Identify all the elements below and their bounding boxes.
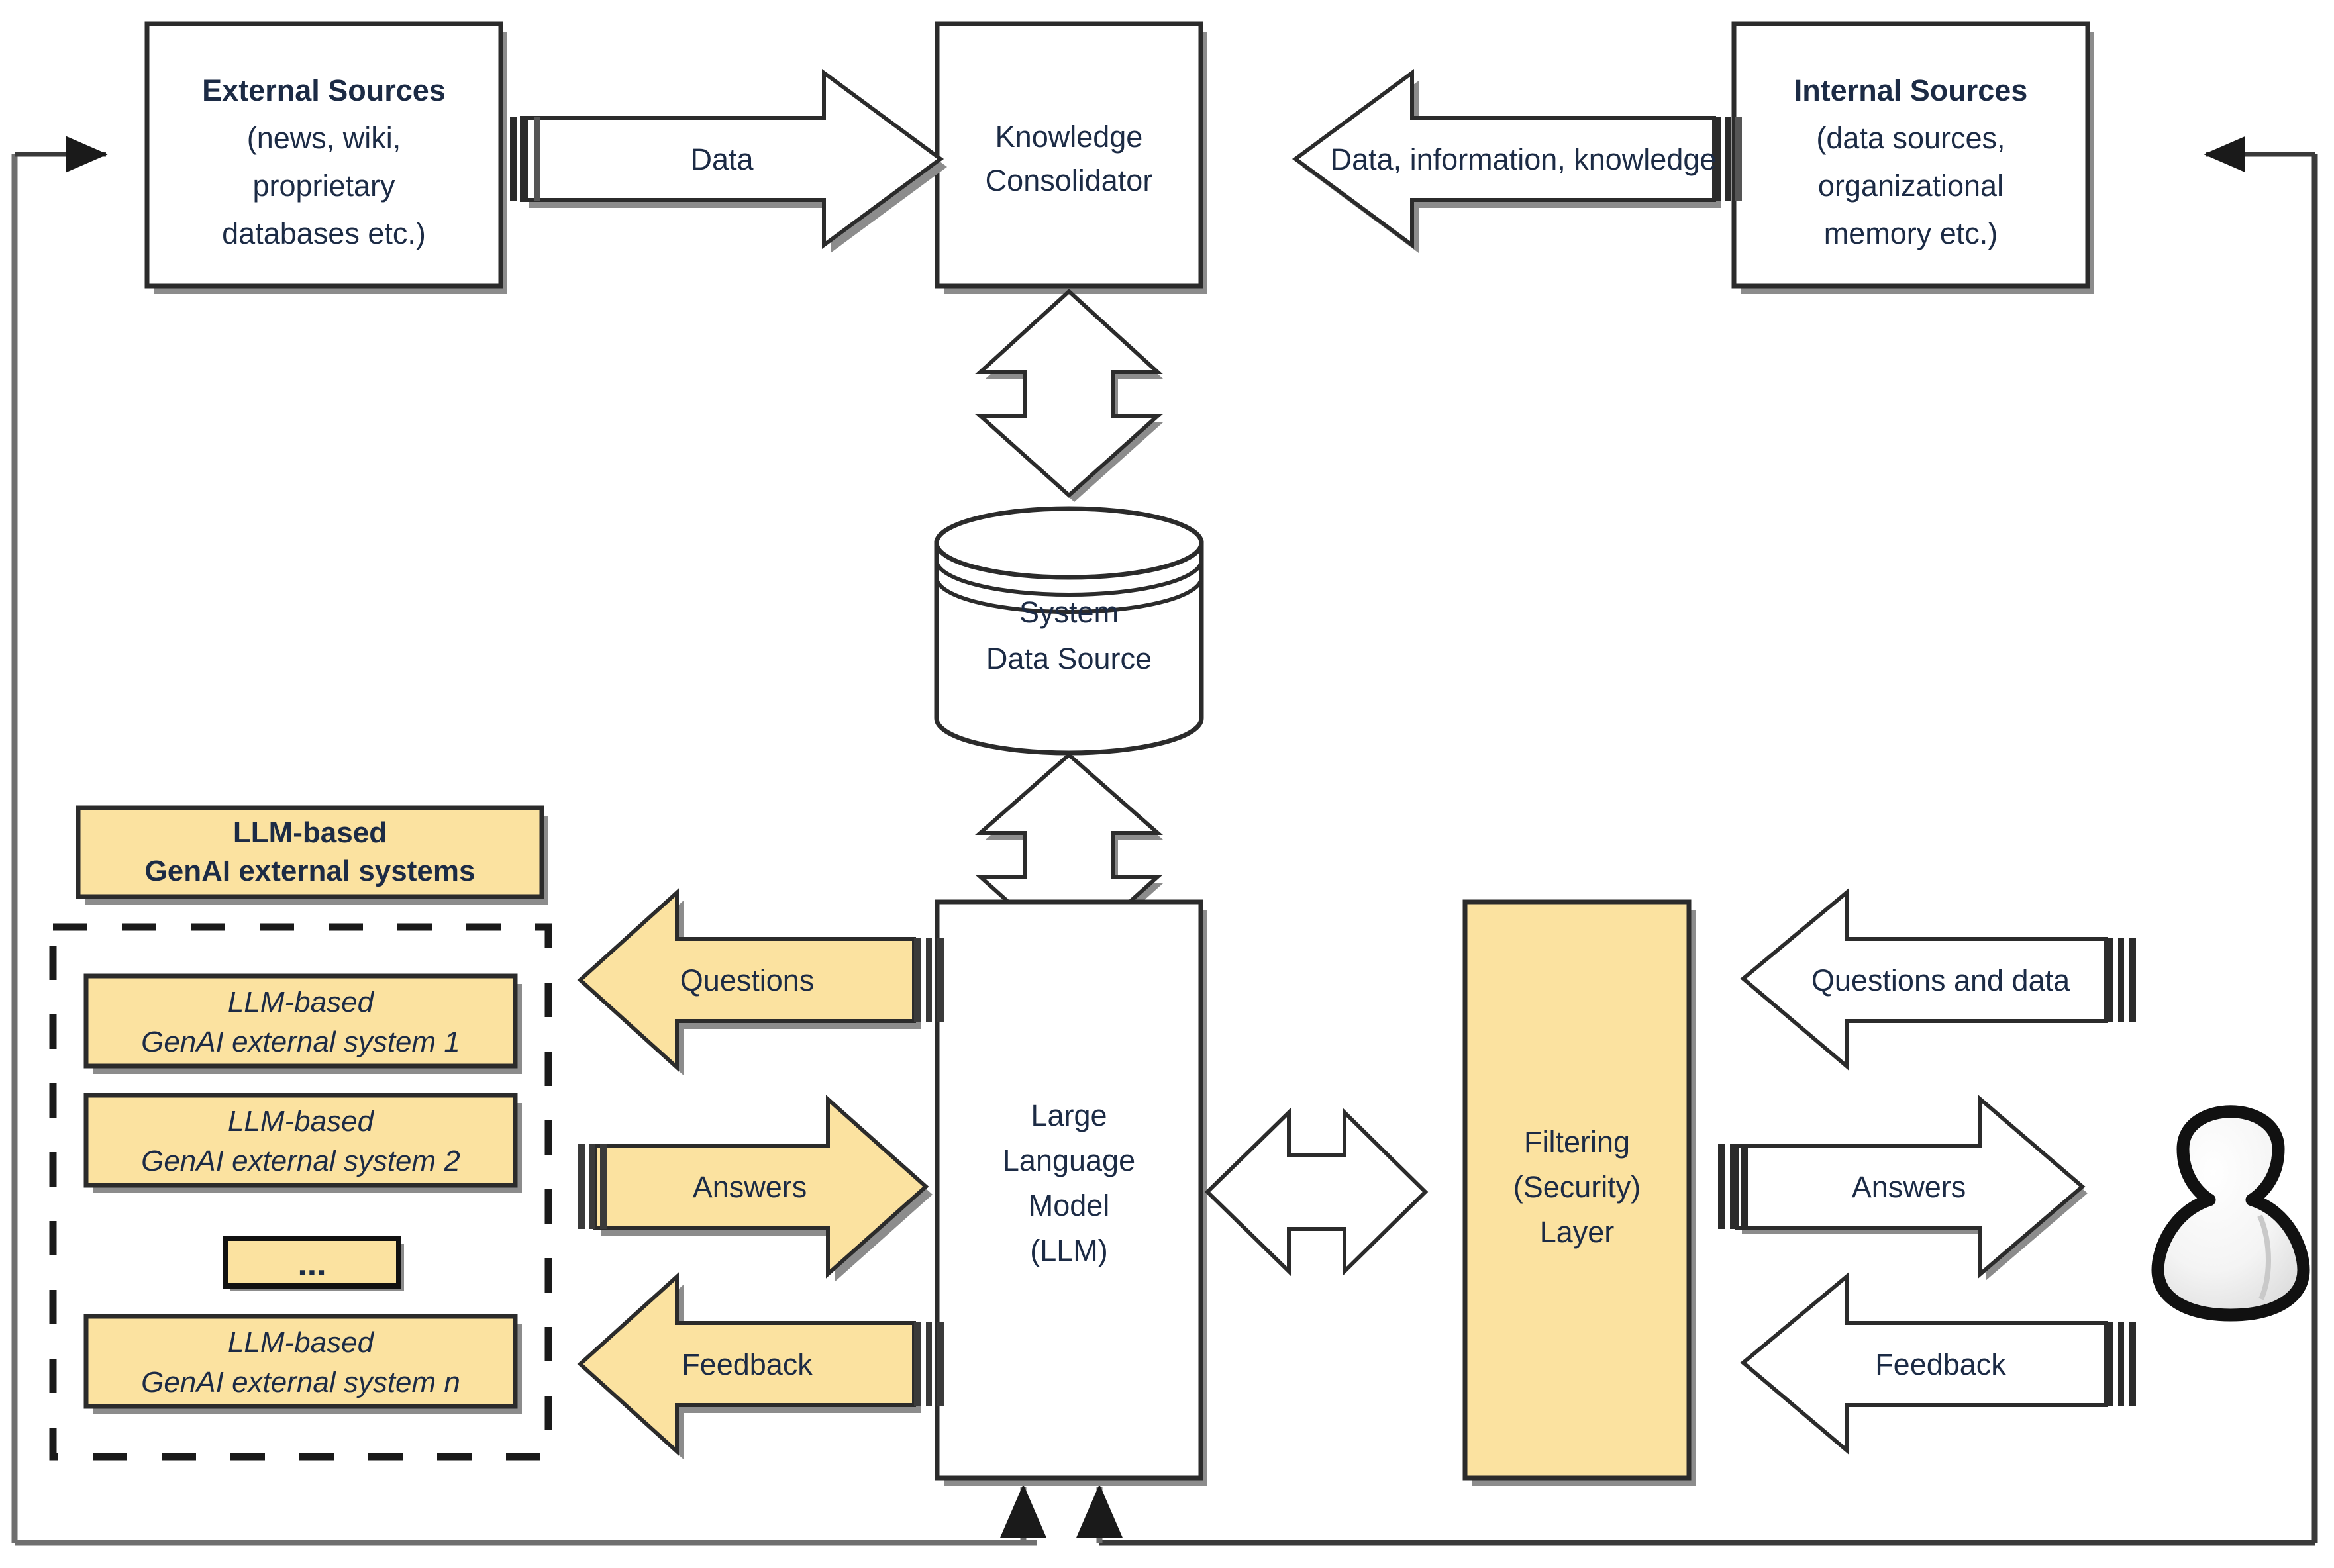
filtering-layer-line3: Layer — [1540, 1215, 1615, 1249]
external-sources-line3: proprietary — [252, 169, 395, 203]
edge-feedback-right-arrow: Feedback — [1740, 1272, 2136, 1455]
node-filtering-security-layer[interactable]: Filtering (Security) Layer — [1462, 899, 1696, 1486]
knowledge-consolidator-line1: Knowledge — [995, 120, 1143, 154]
user-avatar-icon — [2151, 1105, 2310, 1322]
genai-external-systems-group: LLM-based GenAI external systems LLM-bas… — [49, 805, 552, 1461]
edge-questions-and-data-arrow: Questions and data — [1740, 888, 2136, 1071]
genai-group-header[interactable]: LLM-based GenAI external systems — [76, 805, 548, 905]
genai-system-2[interactable]: LLM-based GenAI external system 2 — [83, 1093, 522, 1193]
genai-ellipsis-label: ... — [297, 1245, 326, 1283]
internal-sources-line4: memory etc.) — [1824, 217, 1998, 250]
genai-system-1-line2: GenAI external system 1 — [141, 1026, 460, 1058]
edge-answers-left-label: Answers — [693, 1170, 807, 1204]
genai-group-header-line2: GenAI external systems — [145, 855, 476, 887]
internal-sources-line2: (data sources, — [1816, 121, 2005, 155]
feedback-loop-left — [11, 136, 1037, 1546]
edge-questions-label: Questions — [680, 963, 815, 997]
genai-ellipsis-box: ... — [223, 1236, 404, 1291]
edge-data-arrow: Data — [510, 69, 947, 253]
genai-system-1-line1: LLM-based — [228, 986, 375, 1018]
genai-system-2-line2: GenAI external system 2 — [141, 1145, 460, 1177]
edge-feedback-left-label: Feedback — [682, 1348, 813, 1381]
edge-data-information-knowledge-arrow: Data, information, knowledge — [1292, 69, 1742, 253]
edge-questions-and-data-label: Questions and data — [1811, 963, 2070, 997]
filtering-layer-line1: Filtering — [1524, 1125, 1630, 1159]
edge-questions-arrow: Questions — [577, 888, 944, 1075]
genai-system-1[interactable]: LLM-based GenAI external system 1 — [83, 973, 522, 1074]
internal-sources-line3: organizational — [1818, 169, 2004, 203]
system-data-source-line1: System — [1019, 595, 1119, 629]
edge-data-information-knowledge-label: Data, information, knowledge — [1331, 142, 1717, 176]
edge-feedback-left-arrow: Feedback — [577, 1272, 944, 1459]
llm-line1: Large — [1031, 1099, 1107, 1132]
external-sources-title: External Sources — [202, 74, 446, 107]
edge-consolidator-datasource — [975, 288, 1163, 502]
llm-line4: (LLM) — [1030, 1234, 1108, 1267]
node-external-sources[interactable]: External Sources (news, wiki, proprietar… — [144, 21, 507, 294]
edge-feedback-right-label: Feedback — [1875, 1348, 2006, 1381]
genai-system-n-line1: LLM-based — [228, 1326, 375, 1359]
edge-data-label: Data — [690, 142, 754, 176]
edge-answers-right-arrow: Answers — [1718, 1095, 2088, 1281]
external-sources-line4: databases etc.) — [222, 217, 426, 250]
edge-answers-left-arrow: Answers — [578, 1095, 933, 1282]
genai-system-n-line2: GenAI external system n — [141, 1366, 460, 1398]
feedback-loop-right — [1099, 136, 2318, 1546]
system-data-source-line2: Data Source — [986, 642, 1152, 675]
llm-input-arrows — [999, 1484, 1123, 1543]
external-sources-line2: (news, wiki, — [247, 121, 401, 155]
node-system-data-source[interactable]: System Data Source — [934, 506, 1204, 756]
node-knowledge-consolidator[interactable]: Knowledge Consolidator — [935, 21, 1207, 294]
edge-answers-right-label: Answers — [1852, 1170, 1966, 1204]
knowledge-consolidator-line2: Consolidator — [986, 164, 1153, 197]
llm-line3: Model — [1029, 1189, 1110, 1222]
llm-line2: Language — [1003, 1144, 1135, 1177]
genai-system-2-line1: LLM-based — [228, 1105, 375, 1138]
genai-group-dashed-border — [49, 923, 552, 1461]
filtering-layer-line2: (Security) — [1513, 1170, 1641, 1204]
node-internal-sources[interactable]: Internal Sources (data sources, organiza… — [1731, 21, 2094, 294]
genai-group-header-line1: LLM-based — [233, 816, 387, 849]
node-large-language-model[interactable]: Large Language Model (LLM) — [935, 899, 1207, 1486]
internal-sources-title: Internal Sources — [1794, 74, 2028, 107]
genai-system-n[interactable]: LLM-based GenAI external system n — [83, 1314, 522, 1414]
edge-llm-filtering — [1204, 1107, 1429, 1277]
